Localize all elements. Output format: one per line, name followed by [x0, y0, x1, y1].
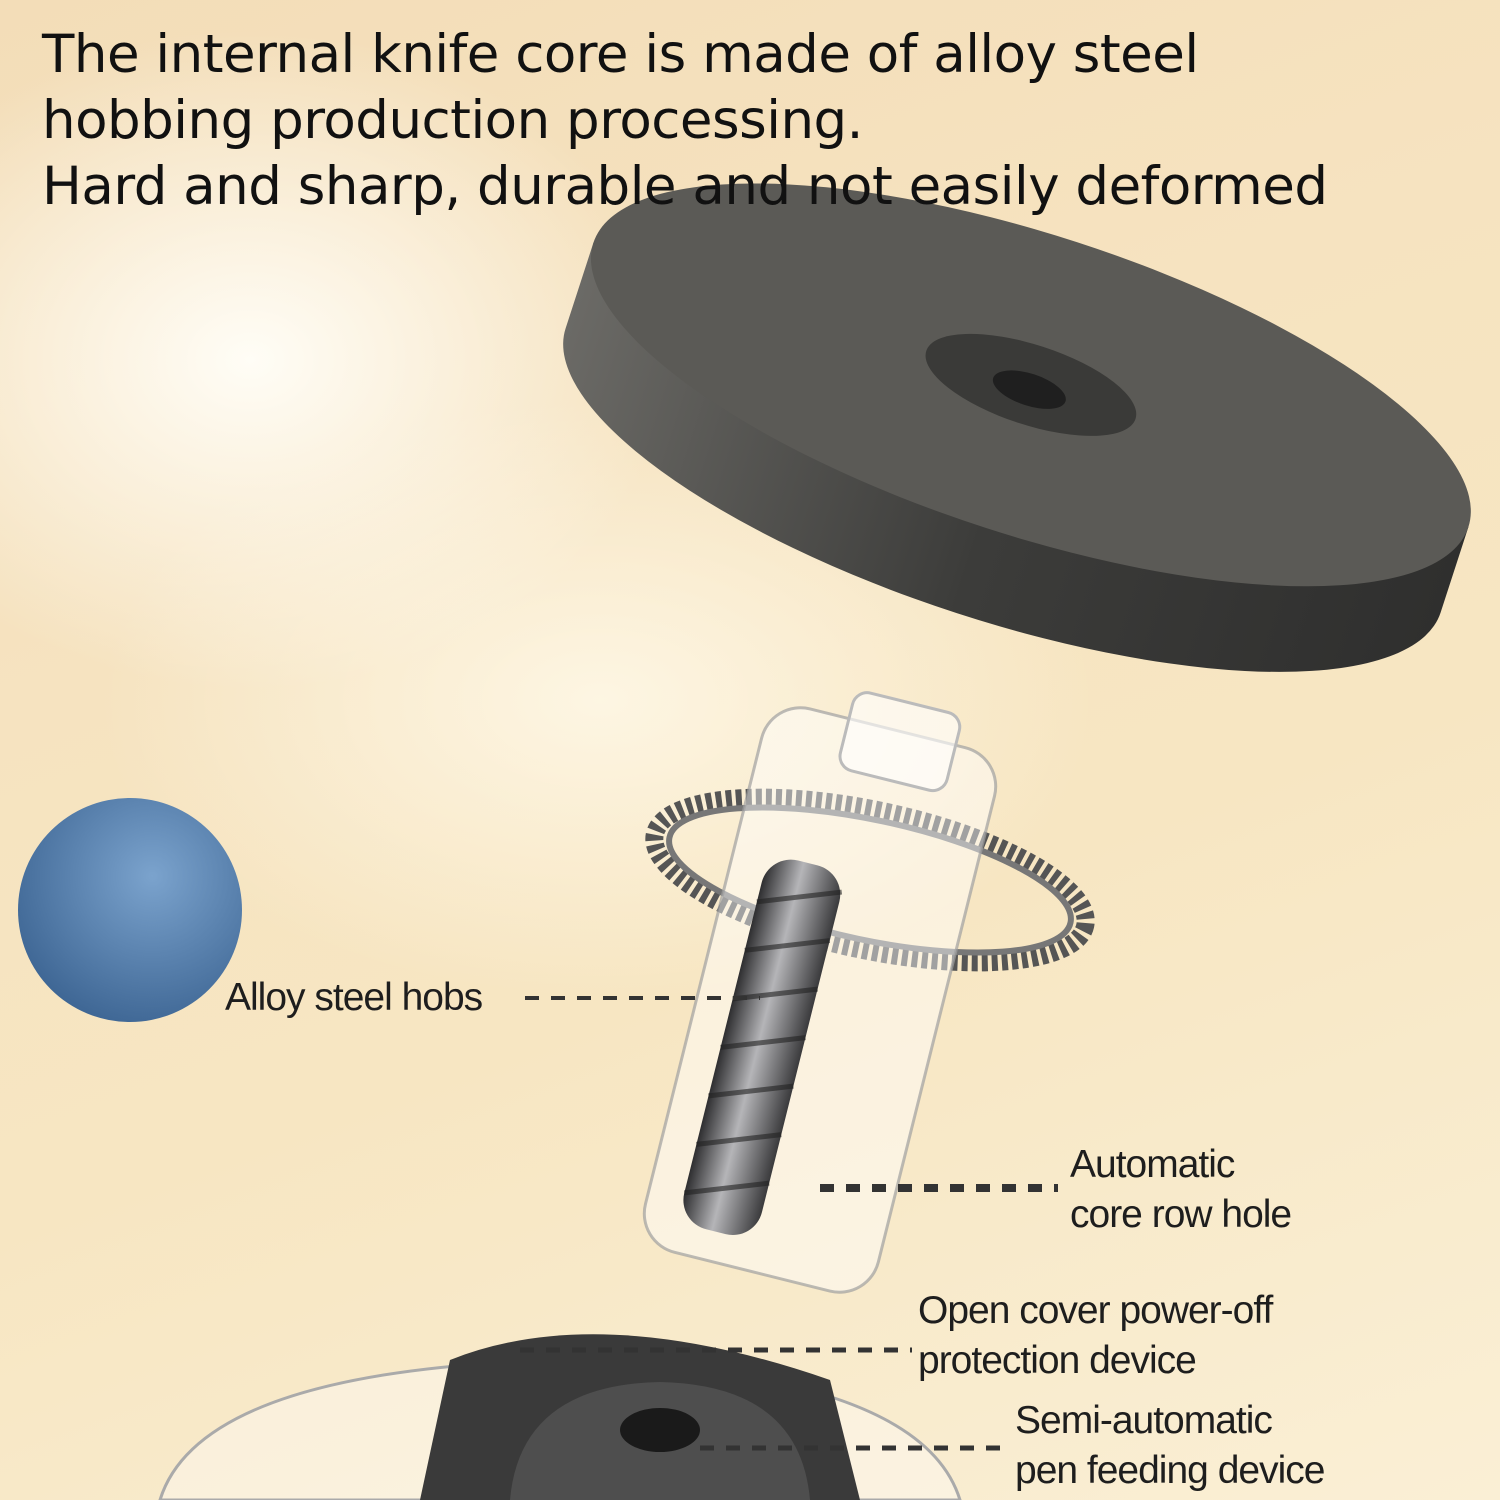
headline-line: hobbing production processing.	[42, 90, 864, 151]
callout-text: core row hole	[1070, 1193, 1292, 1236]
callout-text: Semi-automatic	[1015, 1399, 1273, 1442]
headline-line: Hard and sharp, durable and not easily d…	[42, 156, 1328, 217]
callout-automatic-core-row-hole: Automatic core row hole	[1070, 1140, 1292, 1240]
callout-alloy-steel-hobs: Alloy steel hobs	[225, 973, 483, 1023]
gear-ring	[645, 788, 1095, 972]
base-unit	[158, 1334, 962, 1500]
headline-line: The internal knife core is made of alloy…	[42, 24, 1199, 85]
callout-power-off-protection: Open cover power-off protection device	[918, 1286, 1273, 1386]
callout-text: Open cover power-off	[918, 1289, 1273, 1332]
callout-leaders	[520, 996, 1058, 1451]
callout-text: Automatic	[1070, 1143, 1235, 1186]
callout-pen-feeding-device: Semi-automatic pen feeding device	[1015, 1396, 1325, 1496]
headline: The internal knife core is made of alloy…	[42, 22, 1328, 220]
lid-disc	[563, 183, 1471, 672]
callout-text: pen feeding device	[1015, 1449, 1325, 1492]
callout-text: protection device	[918, 1339, 1197, 1382]
blue-ball	[18, 798, 242, 1022]
clear-housing	[642, 691, 998, 1294]
callout-text: Alloy steel hobs	[225, 976, 483, 1019]
